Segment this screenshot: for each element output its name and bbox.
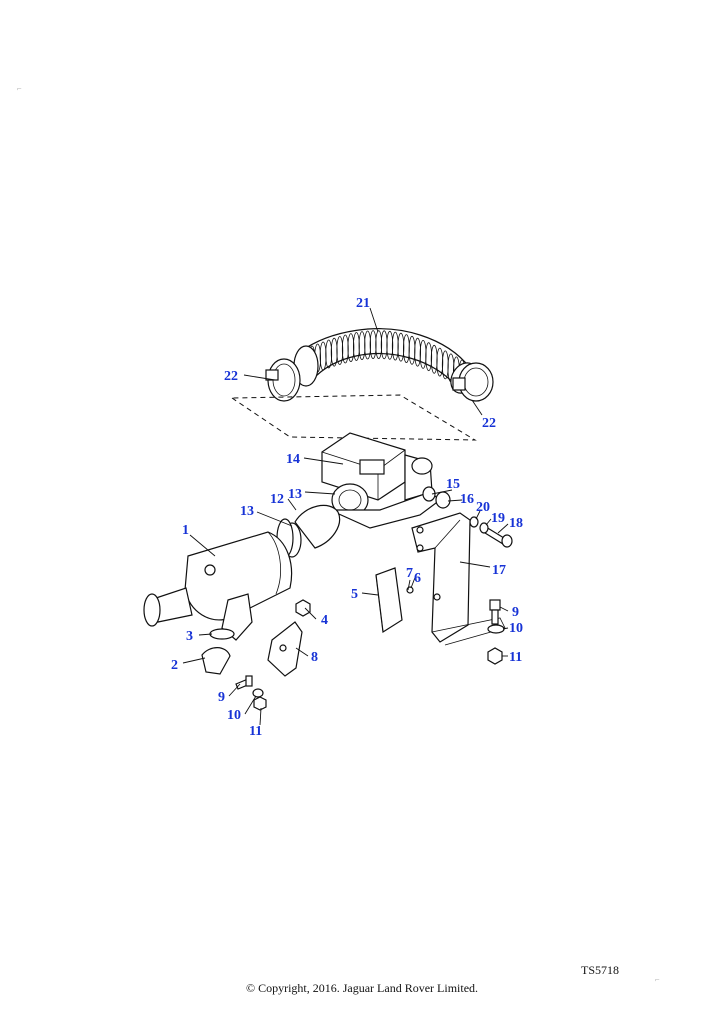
hose-clamp-left <box>265 358 301 402</box>
nut-lower-right <box>487 647 503 665</box>
hose-rib <box>336 336 344 365</box>
callout-13-upper: 13 <box>288 487 302 502</box>
callout-12: 12 <box>270 492 284 507</box>
callout-11-right: 11 <box>509 650 522 665</box>
bolt <box>484 526 513 548</box>
callout-10-right: 10 <box>509 621 523 636</box>
dump-valve <box>201 647 231 675</box>
callout-10-left: 10 <box>227 708 241 723</box>
hose-rib <box>397 332 405 362</box>
corner-crop-mark: ⌐ <box>17 84 22 93</box>
callout-7: 7 <box>406 566 413 581</box>
leader-lines <box>182 307 509 726</box>
hose-rib <box>325 339 333 369</box>
callout-16: 16 <box>460 492 474 507</box>
support-bracket <box>267 621 303 677</box>
drawing-number: TS5718 <box>581 963 620 977</box>
control-unit <box>375 567 403 634</box>
screw <box>406 586 414 594</box>
washer-lower-left <box>252 688 264 698</box>
sleeve <box>435 491 451 509</box>
hose-rib <box>425 342 433 372</box>
callout-17: 17 <box>492 563 506 578</box>
hose-rib <box>386 330 394 360</box>
air-cleaner <box>143 531 293 641</box>
copyright-notice: © Copyright, 2016. Jaguar Land Rover Lim… <box>245 981 479 995</box>
bolt-lower-left <box>235 675 253 690</box>
washer-lower-right <box>487 624 505 634</box>
callout-18: 18 <box>509 516 523 531</box>
callout-4: 4 <box>321 613 328 628</box>
callout-6: 6 <box>414 571 421 586</box>
callout-3: 3 <box>186 629 193 644</box>
hose-rib <box>375 330 383 360</box>
plain-washer <box>469 516 479 528</box>
callout-20: 20 <box>476 500 490 515</box>
grommet <box>422 486 436 502</box>
bolt-lower-right <box>489 599 501 625</box>
spring-washer <box>479 522 489 534</box>
callout-2: 2 <box>171 658 178 673</box>
callout-14: 14 <box>286 452 300 467</box>
mounting-bracket <box>411 512 506 646</box>
callout-9-left: 9 <box>218 690 225 705</box>
nut <box>295 599 311 617</box>
air-flow-meter <box>321 432 441 529</box>
callout-22-left: 22 <box>224 369 238 384</box>
callout-1: 1 <box>182 523 189 538</box>
callout-13-lower: 13 <box>240 504 254 519</box>
valve-clip <box>209 628 235 640</box>
callout-5: 5 <box>351 587 358 602</box>
callout-22-right: 22 <box>482 416 496 431</box>
alignment-dashed-line <box>231 394 477 441</box>
nut-lower-left <box>253 696 267 711</box>
callout-9-right: 9 <box>512 605 519 620</box>
hose-rib <box>414 337 422 367</box>
hose-clamp-right <box>452 362 494 402</box>
hose-rib <box>364 330 372 360</box>
hose-rib <box>347 333 355 363</box>
corner-crop-mark: ⌐ <box>655 975 660 984</box>
callout-15: 15 <box>446 477 460 492</box>
callout-8: 8 <box>311 650 318 665</box>
hose-rib <box>436 347 444 377</box>
callout-11-left: 11 <box>249 724 262 739</box>
callout-19: 19 <box>491 511 505 526</box>
callout-21: 21 <box>356 296 370 311</box>
